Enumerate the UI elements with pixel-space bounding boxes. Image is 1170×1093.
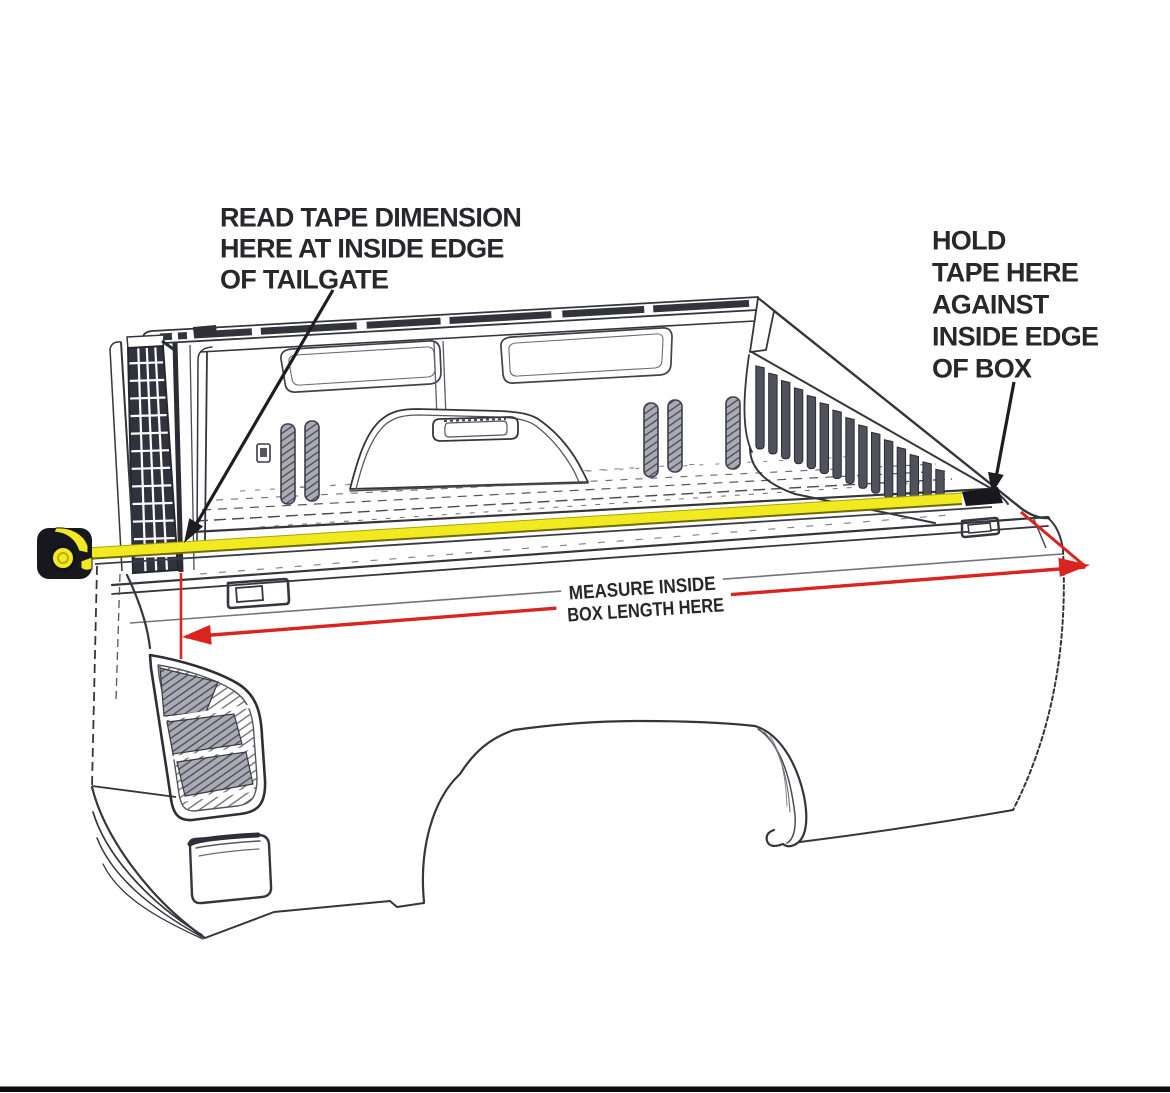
svg-text:TAPE HERE: TAPE HERE — [932, 258, 1078, 288]
svg-text:OF BOX: OF BOX — [932, 354, 1032, 384]
svg-text:READ TAPE DIMENSION: READ TAPE DIMENSION — [220, 203, 521, 233]
svg-text:OF TAILGATE: OF TAILGATE — [220, 265, 388, 295]
svg-text:HERE AT INSIDE EDGE: HERE AT INSIDE EDGE — [220, 234, 504, 264]
svg-text:HOLD: HOLD — [932, 226, 1006, 256]
svg-text:AGAINST: AGAINST — [932, 290, 1050, 320]
svg-text:INSIDE EDGE: INSIDE EDGE — [932, 322, 1098, 352]
